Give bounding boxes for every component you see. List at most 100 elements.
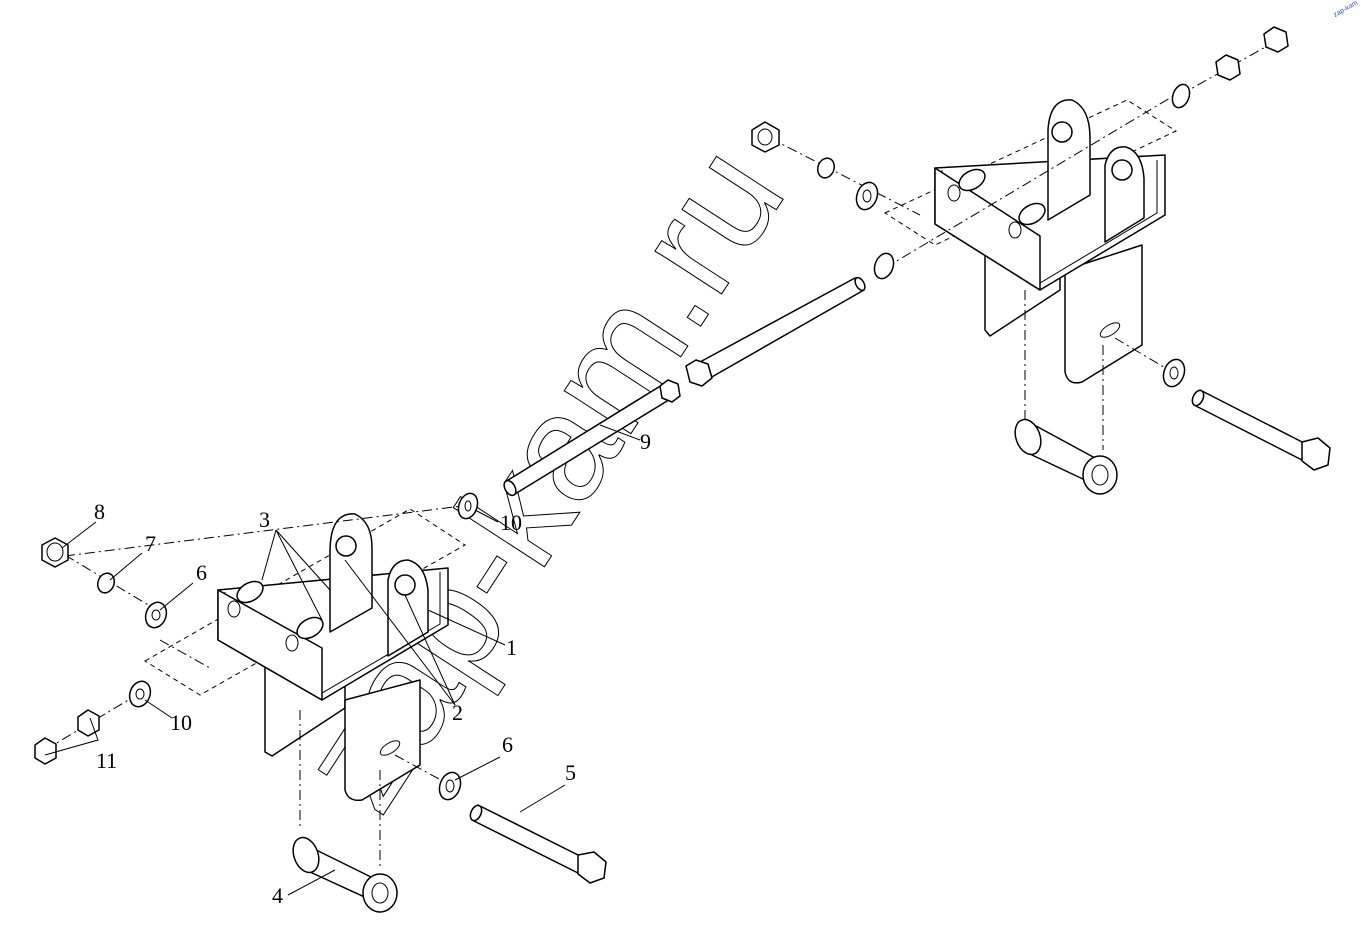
callout-4: 4 bbox=[272, 883, 283, 908]
right-bushing-a bbox=[958, 168, 986, 192]
left-front-ear-hole bbox=[394, 574, 416, 596]
leader-10a bbox=[474, 509, 499, 523]
right-flat-washer bbox=[855, 181, 879, 211]
part-6-washer-lower-hole bbox=[445, 779, 455, 793]
right-rear-ear-hole bbox=[1051, 121, 1073, 143]
right-nut-mid bbox=[1215, 54, 1241, 81]
right-bushing-bore bbox=[1091, 464, 1109, 486]
right-upper-axis bbox=[884, 91, 1181, 269]
right-tab-washer bbox=[1162, 358, 1186, 388]
right-tab-axis bbox=[1114, 337, 1173, 373]
leader-8 bbox=[61, 521, 97, 549]
callout-6b: 6 bbox=[502, 732, 513, 757]
right-upper-hardware bbox=[1171, 26, 1289, 109]
leader-11 bbox=[44, 717, 99, 756]
leader-7 bbox=[109, 552, 143, 581]
right-hardware-axis-b bbox=[769, 137, 921, 216]
leader-3b bbox=[275, 529, 331, 591]
left-upper-axis bbox=[64, 504, 471, 557]
right-bushing bbox=[1014, 418, 1118, 495]
callout-5: 5 bbox=[565, 760, 576, 785]
right-tab-bolt-tip bbox=[1191, 389, 1205, 407]
callout-labels: 8 7 6 3 2 1 10 9 10 11 6 5 4 bbox=[94, 429, 651, 908]
bolt-9-tip bbox=[503, 479, 517, 497]
callout-9: 9 bbox=[640, 429, 651, 454]
right-flat-washer-hole bbox=[862, 189, 872, 203]
callout-6a: 6 bbox=[196, 560, 207, 585]
bolt-5-head bbox=[577, 851, 607, 884]
left-bushing-b bbox=[296, 616, 324, 640]
part-11-nut-inner bbox=[77, 709, 100, 737]
part-10-washer-lower-hole bbox=[135, 688, 145, 700]
right-hex-nut bbox=[751, 121, 780, 153]
callout-7: 7 bbox=[145, 531, 156, 556]
right-hanging-tab bbox=[1064, 244, 1143, 384]
right-tab-slot bbox=[1099, 322, 1121, 338]
leader-6a bbox=[159, 582, 194, 611]
left-lower-axis bbox=[159, 639, 211, 669]
right-nut-top bbox=[1263, 26, 1289, 53]
leader-9 bbox=[599, 424, 641, 441]
right-tab-bolt-shank bbox=[1193, 389, 1309, 461]
left-tab-slot bbox=[379, 740, 401, 756]
leader-2a bbox=[344, 559, 456, 706]
right-tab-washer-hole bbox=[1169, 366, 1179, 380]
left-side-plate bbox=[217, 589, 323, 701]
part-10-washer-upper-hole bbox=[464, 500, 472, 512]
leader-10b bbox=[144, 699, 173, 719]
right-side-hole-b bbox=[1008, 221, 1022, 239]
right-reference-outline bbox=[883, 99, 1178, 246]
right-bolt-tip bbox=[854, 276, 866, 292]
right-lock-washer bbox=[816, 157, 836, 179]
left-reference-outline bbox=[144, 508, 466, 696]
bolt-9-head bbox=[659, 379, 681, 403]
right-side-plate bbox=[934, 167, 1041, 291]
part-4-bushing bbox=[292, 836, 398, 913]
callout-3: 3 bbox=[259, 507, 270, 532]
bolt-5-tip bbox=[469, 804, 483, 822]
part-8-hex-nut bbox=[41, 537, 69, 568]
callout-2: 2 bbox=[452, 700, 463, 725]
callout-10b: 10 bbox=[170, 710, 192, 735]
bushing-4-end bbox=[362, 873, 398, 913]
part-11-nut-outer bbox=[34, 737, 57, 765]
part-9-long-bolt bbox=[503, 379, 681, 497]
right-tab-hardware bbox=[1162, 358, 1331, 471]
leader-5 bbox=[519, 784, 566, 813]
bushing-4-bore bbox=[371, 882, 389, 904]
right-bushing-end bbox=[1082, 455, 1118, 495]
part-10-washer-upper bbox=[457, 492, 479, 520]
leader-lines bbox=[44, 424, 641, 896]
callout-10a: 10 bbox=[500, 510, 522, 535]
right-long-bolt bbox=[685, 252, 895, 387]
left-bushing-a bbox=[236, 580, 264, 604]
corner-mark: zap-kam bbox=[1332, 0, 1359, 19]
callout-8: 8 bbox=[94, 499, 105, 524]
left-hanging-tab bbox=[344, 679, 421, 802]
left-upper-hardware bbox=[41, 537, 168, 629]
leader-6b bbox=[454, 756, 501, 781]
leader-1 bbox=[427, 609, 506, 646]
leader-3c bbox=[275, 529, 323, 621]
right-mid-washer bbox=[873, 252, 895, 280]
bushing-4-flange bbox=[292, 836, 320, 874]
left-rear-ear-hole bbox=[335, 535, 357, 557]
callout-11: 11 bbox=[96, 748, 117, 773]
bolt-5-shank bbox=[471, 804, 585, 874]
leader-3a bbox=[261, 529, 277, 581]
right-bolt-head bbox=[685, 359, 713, 387]
part-8-nut-bore bbox=[46, 542, 64, 562]
right-bushing-flange bbox=[1014, 418, 1042, 456]
leader-2b bbox=[404, 594, 456, 706]
part-7-lock-washer bbox=[96, 572, 116, 594]
callout-1: 1 bbox=[506, 635, 517, 660]
left-upper-washer bbox=[457, 492, 479, 520]
leader-4 bbox=[287, 869, 336, 896]
left-bracket-assembly bbox=[64, 504, 471, 870]
part-6-washer-lower bbox=[438, 771, 462, 801]
right-bushing-b bbox=[1018, 202, 1046, 226]
part-10-washer-lower bbox=[128, 680, 152, 708]
part-6-washer-hole bbox=[151, 609, 161, 621]
